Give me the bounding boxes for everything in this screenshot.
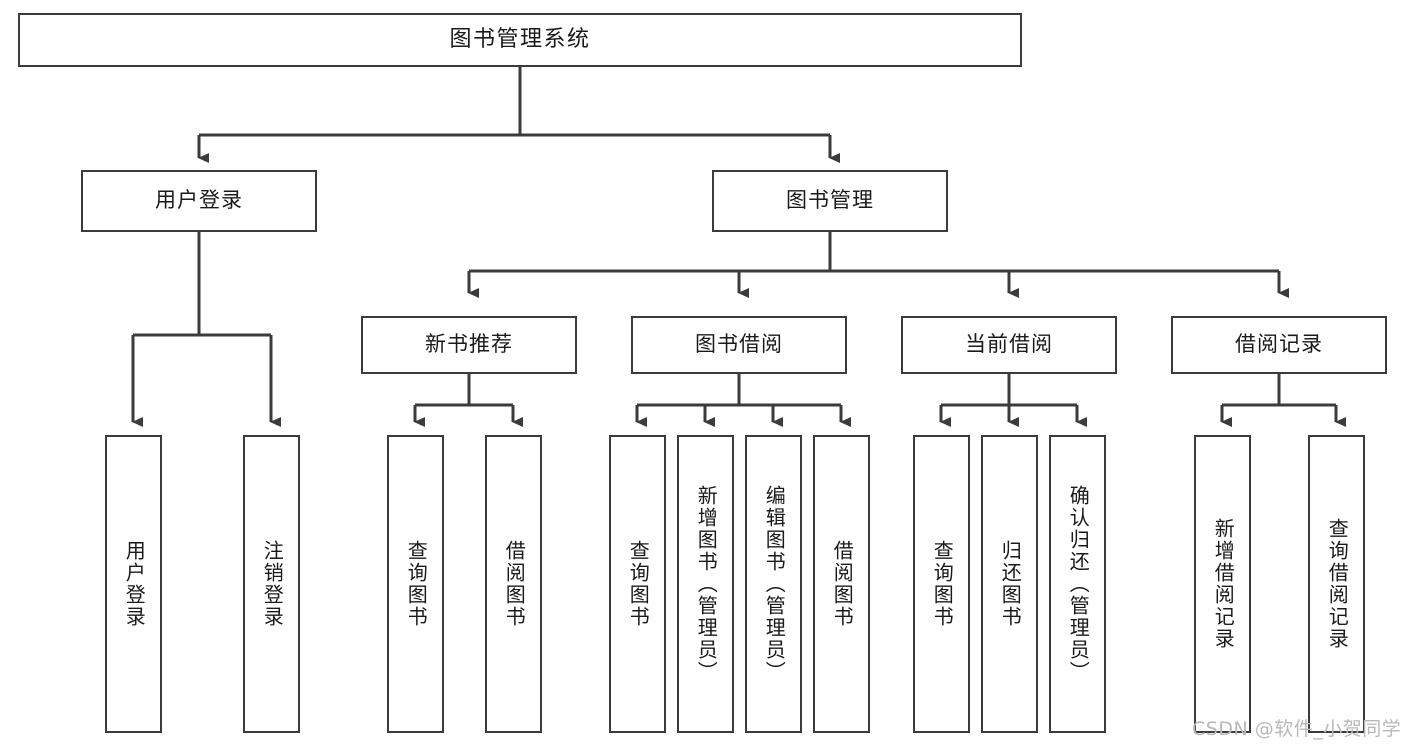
node-borrow-record[interactable]: 借阅记录 xyxy=(1171,316,1387,374)
leaf-label: 查询图书 xyxy=(930,540,955,628)
leaf-label: 借阅图书 xyxy=(830,540,855,628)
node-user-login[interactable]: 用户登录 xyxy=(81,170,317,232)
leaf-label: 借阅图书 xyxy=(502,540,527,628)
node-book-borrow[interactable]: 图书借阅 xyxy=(631,316,847,374)
leaf-label: 确认归还（管理员） xyxy=(1066,485,1091,683)
leaf-label: 查询图书 xyxy=(404,540,429,628)
leaf-borrow-query-book[interactable]: 查询图书 xyxy=(609,435,666,733)
node-label: 图书管理 xyxy=(786,188,874,213)
node-root-system[interactable]: 图书管理系统 xyxy=(18,13,1022,67)
leaf-label: 注销登录 xyxy=(260,540,285,628)
leaf-label: 新增借阅记录 xyxy=(1211,518,1236,650)
leaf-borrow-borrow-book[interactable]: 借阅图书 xyxy=(813,435,870,733)
leaf-label: 新增图书（管理员） xyxy=(694,485,719,683)
node-label: 用户登录 xyxy=(155,188,243,213)
node-label: 图书借阅 xyxy=(695,332,783,357)
node-current-borrow[interactable]: 当前借阅 xyxy=(901,316,1117,374)
node-label: 新书推荐 xyxy=(425,332,513,357)
leaf-current-confirm-return-admin[interactable]: 确认归还（管理员） xyxy=(1049,435,1106,733)
leaf-label: 查询图书 xyxy=(626,540,651,628)
node-label: 借阅记录 xyxy=(1235,332,1323,357)
leaf-borrow-edit-book-admin[interactable]: 编辑图书（管理员） xyxy=(745,435,802,733)
leaf-label: 查询借阅记录 xyxy=(1325,518,1350,650)
node-new-book-recommend[interactable]: 新书推荐 xyxy=(361,316,577,374)
leaf-label: 用户登录 xyxy=(122,540,147,628)
node-label: 图书管理系统 xyxy=(449,26,591,52)
csdn-watermark: CSDN @软件_小贺同学 xyxy=(1192,718,1402,740)
node-book-management[interactable]: 图书管理 xyxy=(712,170,948,232)
leaf-user-login-logout[interactable]: 注销登录 xyxy=(243,435,300,733)
leaf-label: 编辑图书（管理员） xyxy=(762,485,787,683)
leaf-current-return-book[interactable]: 归还图书 xyxy=(981,435,1038,733)
leaf-recommend-borrow-book[interactable]: 借阅图书 xyxy=(485,435,542,733)
leaf-recommend-query-book[interactable]: 查询图书 xyxy=(387,435,444,733)
leaf-record-query-record[interactable]: 查询借阅记录 xyxy=(1308,435,1365,733)
leaf-current-query-book[interactable]: 查询图书 xyxy=(913,435,970,733)
leaf-borrow-add-book-admin[interactable]: 新增图书（管理员） xyxy=(677,435,734,733)
leaf-label: 归还图书 xyxy=(998,540,1023,628)
node-label: 当前借阅 xyxy=(965,332,1053,357)
leaf-user-login-login[interactable]: 用户登录 xyxy=(105,435,162,733)
leaf-record-add-record[interactable]: 新增借阅记录 xyxy=(1194,435,1251,733)
